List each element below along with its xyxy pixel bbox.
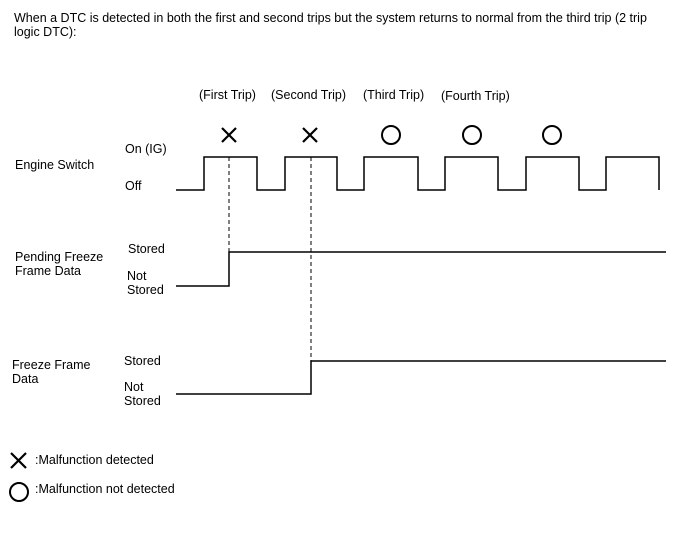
freeze-not-stored-label: Stored	[124, 394, 161, 408]
engine-off-label: Off	[125, 179, 142, 193]
trip-label-fourth: (Fourth Trip)	[441, 89, 510, 103]
engine-switch-label: Engine Switch	[15, 158, 95, 172]
trip-label-third: (Third Trip)	[363, 88, 425, 102]
pending-stored-label: Stored	[128, 242, 165, 256]
freeze-stored-label: Stored	[124, 354, 161, 368]
legend-o-text: :Malfunction not detected	[35, 482, 175, 496]
first-trip-cross-icon	[221, 127, 237, 143]
second-trip-cross-icon	[302, 127, 318, 143]
freeze-frame-label-1: Freeze Frame	[12, 358, 91, 372]
pending-not-label: Not	[127, 269, 147, 283]
third-trip-circle-icon	[381, 125, 401, 145]
legend-cross-icon	[10, 452, 27, 469]
engine-on-label: On (IG)	[125, 142, 167, 156]
freeze-frame-signal	[176, 360, 666, 395]
trip-label-second: (Second Trip)	[271, 88, 347, 102]
trip-label-first: (First Trip)	[199, 88, 256, 102]
legend-circle-icon	[9, 482, 29, 502]
intro-text: When a DTC is detected in both the first…	[14, 11, 647, 39]
pending-freeze-signal	[176, 251, 666, 287]
legend-x-text: :Malfunction detected	[35, 453, 154, 467]
fifth-trip-circle-icon	[542, 125, 562, 145]
freeze-frame-label-2: Data	[12, 372, 39, 386]
engine-switch-waveform	[176, 156, 660, 191]
pending-not-stored-label: Stored	[127, 283, 164, 297]
fourth-trip-circle-icon	[462, 125, 482, 145]
pending-freeze-label-1: Pending Freeze	[15, 250, 104, 264]
pending-freeze-label-2: Frame Data	[15, 264, 81, 278]
freeze-not-label: Not	[124, 380, 144, 394]
